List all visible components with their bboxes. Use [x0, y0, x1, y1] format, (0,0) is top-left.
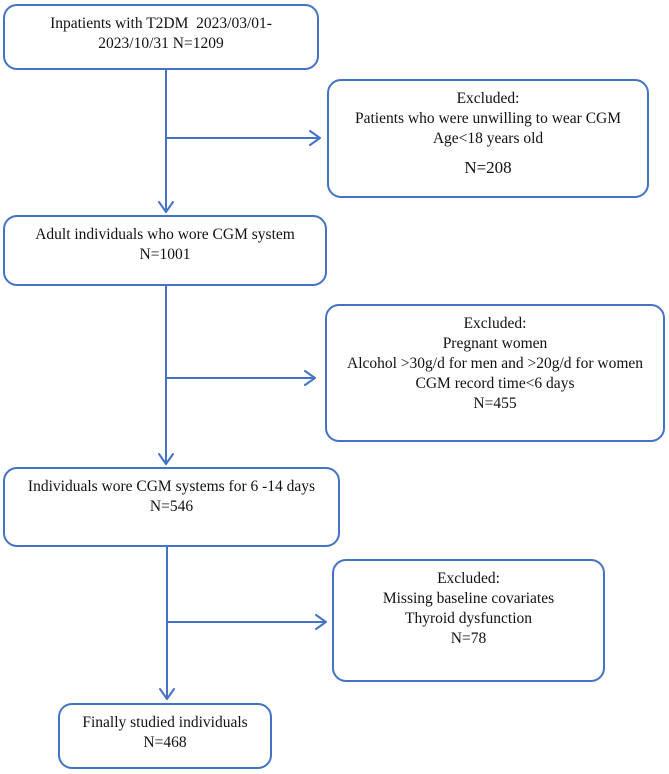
box-text-line: Excluded: — [437, 570, 500, 587]
box-text-line: 2023/10/31 N=1209 — [98, 35, 224, 52]
box-excluded-missing: Excluded: Missing baseline covariates Th… — [332, 559, 605, 682]
box-excluded-unwilling: Excluded: Patients who were unwilling to… — [327, 79, 649, 198]
box-text-line: Missing baseline covariates — [382, 590, 555, 607]
arrow-down-2 — [158, 285, 174, 465]
box-text-line: N=468 — [143, 734, 187, 751]
box-text-line: CGM record time<6 days — [415, 375, 575, 392]
box-excluded-pregnant: Excluded: Pregnant women Alcohol >30g/d … — [325, 304, 665, 442]
box-text-line: Patients who were unwilling to wear CGM — [354, 110, 622, 127]
box-text-line: Inpatients with T2DM 2023/03/01- — [50, 15, 272, 32]
box-text-line: Excluded: — [463, 315, 527, 332]
box-text-line: Adult individuals who wore CGM system — [35, 226, 295, 243]
box-adult-cgm: Adult individuals who wore CGM system N=… — [3, 215, 327, 286]
box-text-line: Pregnant women — [442, 335, 548, 352]
arrow-right-2 — [165, 370, 316, 386]
box-text-line: Alcohol >30g/d for men and >20g/d for wo… — [347, 355, 643, 372]
box-text-line: N=208 — [464, 158, 512, 177]
box-final-studied: Finally studied individuals N=468 — [58, 703, 272, 769]
box-text-line: N=78 — [450, 630, 487, 647]
arrow-down-1 — [158, 69, 174, 213]
arrow-right-1 — [165, 130, 321, 146]
box-inpatients: Inpatients with T2DM 2023/03/01- 2023/10… — [3, 4, 319, 70]
box-text-line: N=455 — [473, 395, 517, 412]
box-text-line: Thyroid dysfunction — [405, 610, 532, 627]
box-text-line: Finally studied individuals — [82, 714, 248, 731]
box-text-line: Age<18 years old — [432, 130, 544, 147]
box-text-line: Excluded: — [456, 90, 520, 107]
arrow-right-3 — [166, 614, 327, 630]
box-text-line: Individuals wore CGM systems for 6 -14 d… — [27, 478, 316, 495]
box-text-line: N=546 — [149, 498, 194, 515]
box-text-line: N=1001 — [139, 246, 191, 263]
box-cgm-6-14-days: Individuals wore CGM systems for 6 -14 d… — [3, 467, 340, 547]
